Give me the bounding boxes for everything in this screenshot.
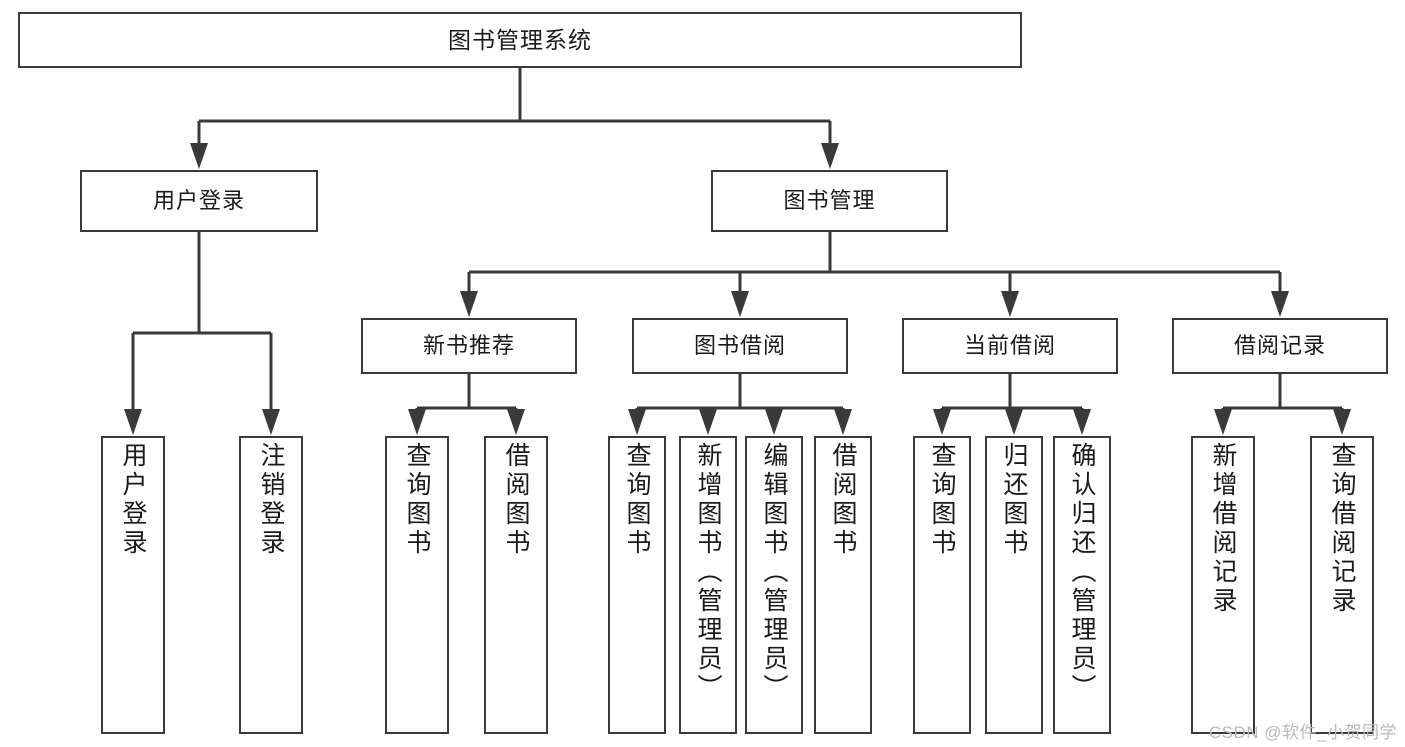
node-leaf-cur-query-book[interactable]: 查询图书	[913, 436, 971, 734]
node-leaf-user-login[interactable]: 用户登录	[101, 436, 165, 734]
node-leaf-borrow-borrow-book-label: 借阅图书	[829, 442, 857, 558]
node-leaf-borrow-add-book-label: 新增图书（管理员）	[694, 442, 722, 703]
node-leaf-user-logout[interactable]: 注销登录	[239, 436, 303, 734]
node-leaf-cur-return-book-label: 归还图书	[1000, 442, 1028, 558]
node-leaf-rec-add-record-label: 新增借阅记录	[1209, 442, 1237, 616]
node-leaf-borrow-query-book[interactable]: 查询图书	[608, 436, 666, 734]
node-leaf-cur-confirm-return[interactable]: 确认归还（管理员）	[1053, 436, 1111, 734]
node-leaf-cur-query-book-label: 查询图书	[928, 442, 956, 558]
node-leaf-rec-query-record-label: 查询借阅记录	[1328, 442, 1356, 616]
node-leaf-rec-query-book-label: 查询图书	[403, 442, 431, 558]
node-leaf-user-login-label: 用户登录	[119, 442, 147, 558]
node-leaf-rec-borrow-book[interactable]: 借阅图书	[484, 436, 548, 734]
node-book-borrow-label: 图书借阅	[693, 333, 786, 359]
node-root[interactable]: 图书管理系统	[18, 12, 1022, 68]
node-user-login-label: 用户登录	[152, 188, 245, 214]
node-borrow-record[interactable]: 借阅记录	[1172, 318, 1388, 374]
node-borrow-record-label: 借阅记录	[1233, 333, 1326, 359]
node-book-borrow[interactable]: 图书借阅	[632, 318, 848, 374]
node-current-borrow-label: 当前借阅	[963, 333, 1056, 359]
node-leaf-cur-return-book[interactable]: 归还图书	[985, 436, 1043, 734]
node-leaf-cur-confirm-return-label: 确认归还（管理员）	[1068, 442, 1096, 703]
node-leaf-borrow-borrow-book[interactable]: 借阅图书	[814, 436, 872, 734]
node-leaf-rec-add-record[interactable]: 新增借阅记录	[1191, 436, 1255, 734]
node-book-manage[interactable]: 图书管理	[711, 170, 948, 232]
node-leaf-user-logout-label: 注销登录	[257, 442, 285, 558]
node-book-manage-label: 图书管理	[783, 188, 876, 214]
node-new-book-rec-label: 新书推荐	[422, 333, 515, 359]
node-leaf-rec-query-record[interactable]: 查询借阅记录	[1310, 436, 1374, 734]
node-leaf-rec-query-book[interactable]: 查询图书	[385, 436, 449, 734]
node-new-book-rec[interactable]: 新书推荐	[361, 318, 577, 374]
watermark: CSDN @软件_小贺同学	[1208, 723, 1397, 742]
node-leaf-borrow-edit-book-label: 编辑图书（管理员）	[760, 442, 788, 703]
node-current-borrow[interactable]: 当前借阅	[902, 318, 1118, 374]
node-leaf-borrow-query-book-label: 查询图书	[623, 442, 651, 558]
node-leaf-rec-borrow-book-label: 借阅图书	[502, 442, 530, 558]
node-user-login[interactable]: 用户登录	[80, 170, 318, 232]
node-leaf-borrow-add-book[interactable]: 新增图书（管理员）	[679, 436, 737, 734]
node-root-label: 图书管理系统	[448, 26, 592, 53]
node-leaf-borrow-edit-book[interactable]: 编辑图书（管理员）	[745, 436, 803, 734]
